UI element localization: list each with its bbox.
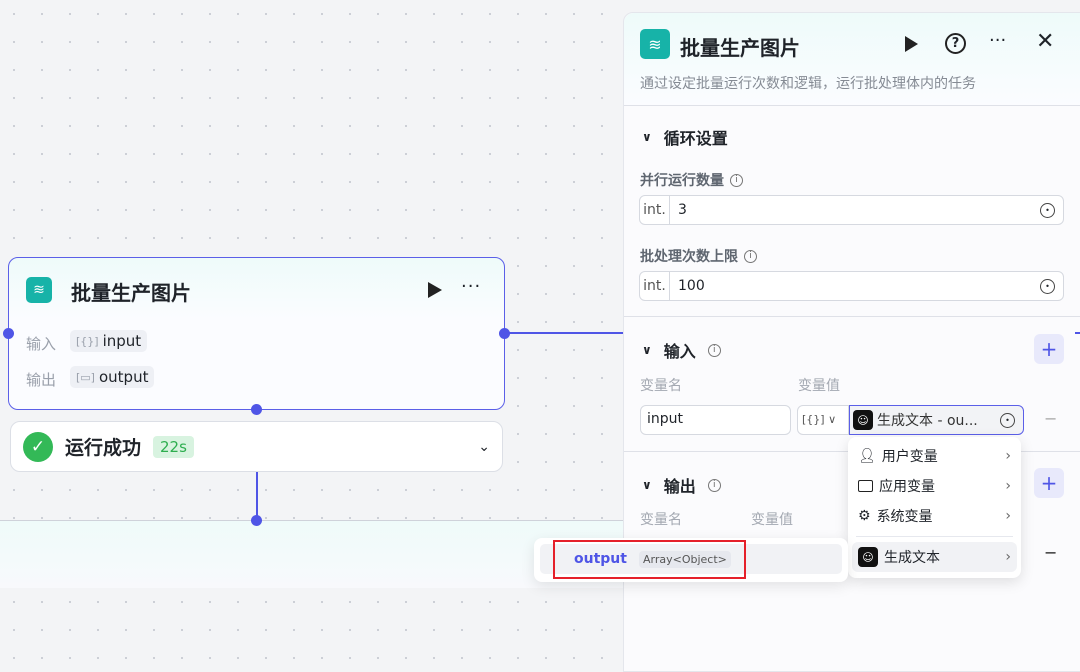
loop-section-header[interactable]: ∨ 循环设置	[642, 125, 728, 149]
limit-label-text: 批处理次数上限	[640, 249, 738, 265]
gear-icon: ⚙	[858, 508, 871, 524]
chevron-right-icon: ›	[1005, 549, 1011, 565]
panel-description: 通过设定批量运行次数和逻辑，运行批处理体内的任务	[640, 76, 976, 92]
more-icon[interactable]: ···	[989, 30, 1007, 51]
output-option-name: output	[574, 551, 627, 567]
menu-item-generate-text[interactable]: ☺ 生成文本 ›	[852, 542, 1017, 572]
bot-icon: ☺	[853, 410, 873, 430]
input-value-text: 生成文本 - ou...	[877, 413, 978, 429]
variable-ref-icon[interactable]: •	[1040, 202, 1055, 218]
input-var-name-field[interactable]: input	[640, 405, 791, 435]
menu-divider	[856, 536, 1013, 537]
type-glyph: [{}]	[802, 413, 825, 426]
output-option-type: Array<Object>	[638, 550, 731, 568]
status-text: 运行成功	[65, 437, 142, 459]
type-prefix: int.	[640, 272, 670, 300]
batch-body-area	[0, 520, 623, 588]
col-value-header: 变量值	[798, 378, 840, 394]
chevron-down-icon: ∨	[642, 478, 652, 492]
panel-header	[624, 13, 1080, 105]
variable-ref-icon[interactable]: •	[1040, 278, 1055, 294]
success-check-icon: ✓	[23, 431, 53, 462]
output-var: output	[98, 368, 149, 386]
play-icon[interactable]	[428, 282, 442, 298]
parallel-label-text: 并行运行数量	[640, 173, 724, 189]
parallel-count-input[interactable]: int. 3 •	[639, 195, 1064, 225]
input-section-title: 输入	[663, 342, 696, 361]
folder-icon	[858, 480, 873, 492]
object-icon: [{}]	[76, 334, 99, 348]
input-section-header[interactable]: ∨ 输入 i	[642, 338, 721, 362]
limit-value[interactable]: 100	[678, 278, 705, 294]
col-value-header: 变量值	[751, 512, 793, 528]
chevron-right-icon: ›	[1005, 448, 1011, 464]
type-selector[interactable]: [{}] ∨	[797, 405, 849, 435]
batch-node[interactable]: ≋ 批量生产图片 ··· 输入 [{}]input 输出 [▭]output	[8, 257, 505, 410]
array-icon: [▭]	[76, 370, 95, 384]
type-prefix: int.	[640, 196, 670, 224]
bot-icon: ☺	[858, 547, 878, 567]
output-section-title: 输出	[663, 477, 696, 496]
port-bottom-body[interactable]	[251, 515, 262, 526]
chevron-right-icon: ›	[1005, 478, 1011, 494]
add-output-button[interactable]: +	[1034, 468, 1064, 498]
output-option[interactable]: output Array<Object>	[540, 544, 842, 574]
play-icon[interactable]	[905, 36, 918, 52]
divider	[624, 316, 1080, 317]
input-label: 输入	[26, 335, 57, 353]
close-icon[interactable]: ✕	[1036, 29, 1055, 54]
input-var: input	[102, 332, 142, 350]
variable-ref-icon[interactable]: •	[1000, 412, 1015, 428]
output-section-header[interactable]: ∨ 输出 i	[642, 473, 721, 497]
input-chip: [{}]input	[70, 330, 148, 352]
port-left[interactable]	[3, 328, 14, 339]
chevron-right-icon: ›	[1005, 508, 1011, 524]
chevron-down-icon: ∨	[642, 130, 652, 144]
edge-line	[256, 472, 258, 520]
divider	[624, 105, 1080, 106]
col-name-header: 变量名	[640, 378, 682, 394]
panel-title: 批量生产图片	[680, 36, 800, 60]
user-icon: 👤︎	[858, 448, 876, 464]
menu-item-label: 系统变量	[876, 509, 933, 525]
duration-badge: 22s	[153, 435, 194, 458]
parallel-value[interactable]: 3	[678, 202, 687, 218]
output-submenu: output Array<Object>	[534, 538, 848, 582]
layers-icon: ≋	[26, 277, 52, 303]
port-bottom[interactable]	[251, 404, 262, 415]
loop-section-title: 循环设置	[663, 129, 728, 148]
chevron-down-icon[interactable]: ⌄	[478, 438, 490, 455]
highlight-box	[553, 540, 746, 579]
col-name-header: 变量名	[640, 512, 682, 528]
variable-source-menu: 👤︎ 用户变量 › 应用变量 › ⚙ 系统变量 › ☺ 生成文本 ›	[848, 437, 1021, 578]
chevron-down-icon: ∨	[642, 343, 652, 357]
edge-line	[1075, 332, 1080, 334]
limit-label: 批处理次数上限 i	[640, 246, 757, 266]
menu-item-user-vars[interactable]: 👤︎ 用户变量 ›	[852, 441, 1017, 471]
output-chip: [▭]output	[70, 366, 155, 388]
node-title: 批量生产图片	[71, 281, 191, 305]
info-icon[interactable]: i	[744, 249, 757, 263]
edge-line	[505, 332, 623, 334]
remove-input-button[interactable]: −	[1044, 409, 1058, 428]
run-status-bar[interactable]: ✓ 运行成功 22s ⌄	[10, 421, 503, 472]
remove-output-button[interactable]: −	[1044, 543, 1058, 562]
port-right[interactable]	[499, 328, 510, 339]
info-icon[interactable]: i	[707, 478, 721, 492]
batch-limit-input[interactable]: int. 100 •	[639, 271, 1064, 301]
menu-item-label: 应用变量	[879, 479, 935, 495]
input-value-selector[interactable]: ☺生成文本 - ou... •	[849, 405, 1024, 435]
more-icon[interactable]: ···	[461, 276, 482, 297]
menu-item-app-vars[interactable]: 应用变量 ›	[852, 471, 1017, 501]
menu-item-label: 生成文本	[884, 550, 940, 566]
add-input-button[interactable]: +	[1034, 334, 1064, 364]
help-icon[interactable]: ?	[945, 33, 966, 54]
layers-icon: ≋	[640, 29, 670, 59]
output-label: 输出	[26, 371, 57, 389]
info-icon[interactable]: i	[730, 173, 743, 187]
menu-item-label: 用户变量	[881, 449, 938, 465]
menu-item-system-vars[interactable]: ⚙ 系统变量 ›	[852, 501, 1017, 531]
info-icon[interactable]: i	[707, 343, 721, 357]
parallel-label: 并行运行数量 i	[640, 170, 743, 190]
